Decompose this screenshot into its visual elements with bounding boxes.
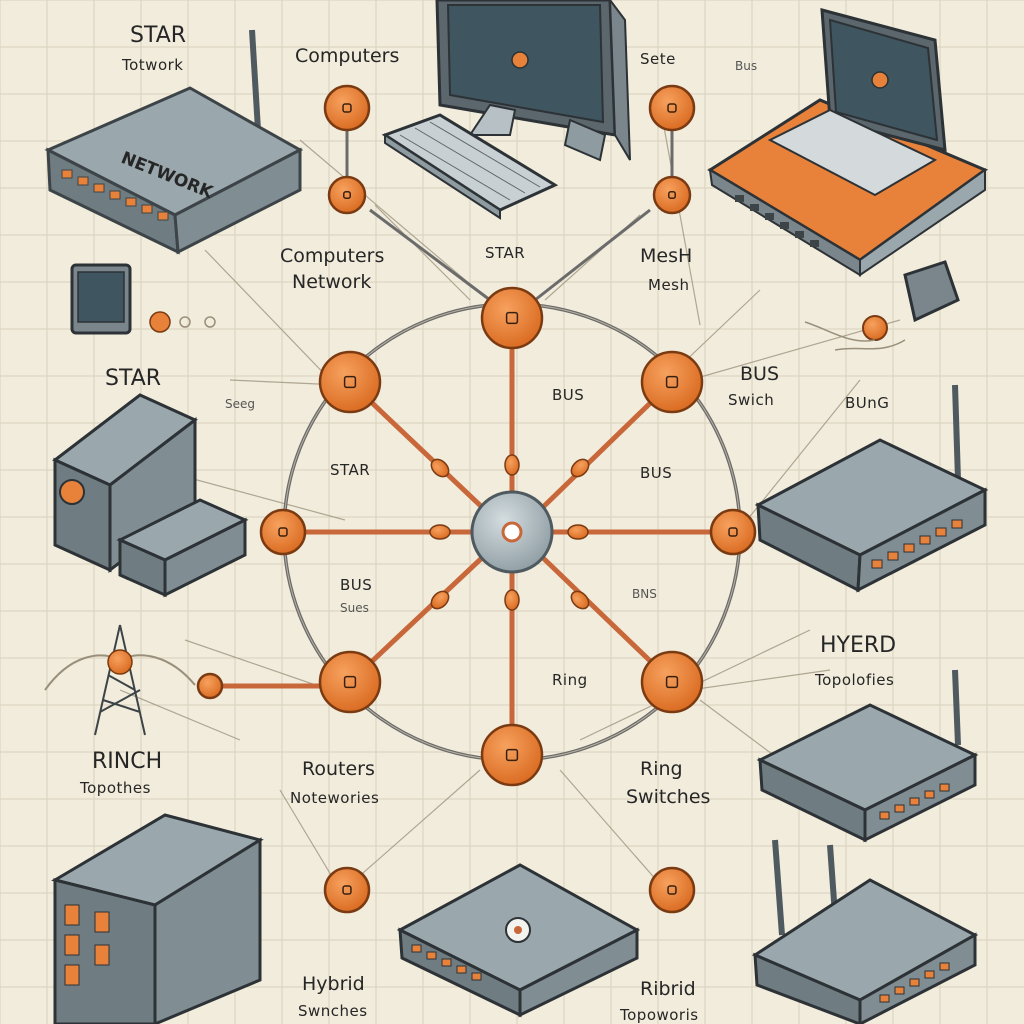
label-ribrid-2: Topoworis [619,1006,699,1024]
label-bus-lower: BUS [340,576,372,594]
label-seeg: Seeg [225,397,255,411]
label-hyerd: HYERD [820,633,896,658]
label-ring-switches-1: Ring [640,758,683,780]
switch-icon [396,863,641,1018]
network-node [640,650,704,714]
network-node [318,650,382,714]
keyboard-icon [381,113,559,220]
network-node [318,350,382,414]
label-hybrid-2: Swnches [298,1002,368,1020]
label-bung: BUnG [845,394,889,412]
label-star-top: STAR [130,23,186,48]
spoke-connectors [429,454,590,611]
satellite-dish-icon [804,260,960,351]
label-computers-top: Computers [295,45,399,67]
label-bus-switch-2: Swich [728,391,774,409]
network-node [327,175,367,215]
label-tonetwork: Totwork [121,56,183,74]
diagram-labels: STAR Totwork Computers Sete Bus Computer… [79,23,896,1024]
label-star-mid-top: STAR [485,244,525,262]
network-node [323,84,371,132]
label-sete: Sete [640,50,676,68]
switch-icon [754,384,989,593]
label-ribrid-1: Ribrid [640,978,696,1000]
label-bus-switch-1: BUS [740,363,779,385]
label-computers-network-2: Network [292,271,371,293]
router-icon: NETWORK [44,29,304,255]
label-bus-center: BUS [552,386,584,404]
label-bus-top-right: Bus [735,59,757,73]
label-computers-network-1: Computers [280,245,384,267]
label-routers-1: Routers [302,758,375,780]
network-node [323,866,371,914]
network-node [480,723,544,787]
label-mesh-2: Mesh [648,276,690,294]
antenna-tower-icon [44,624,196,736]
small-monitor-icon [70,263,216,335]
laptop-icon [707,8,989,277]
label-rinch: RINCH [92,749,162,774]
router-icon [756,669,979,843]
label-mesh-1: MesH [640,245,692,267]
label-topothes: Topothes [79,779,151,797]
label-star-center: STAR [330,461,370,479]
network-node [196,672,224,700]
label-bus-lower-small: Sues [340,601,369,615]
network-node [652,175,692,215]
router-icon [751,839,979,1024]
server-icon [51,813,264,1024]
monitor-icon [435,0,631,162]
label-hybrid-1: Hybrid [302,973,365,995]
label-routers-2: Notewories [290,789,379,807]
label-star-left: STAR [105,366,161,391]
network-node [648,84,696,132]
network-node [259,508,307,556]
network-node [480,286,544,350]
central-hub [470,490,554,574]
label-bus-center-right: BUS [640,464,672,482]
label-ring-center: Ring [552,671,588,689]
label-ring-switches-2: Switches [626,786,710,808]
network-node [648,866,696,914]
label-bns: BNS [632,587,657,601]
network-node [640,350,704,414]
network-nodes [196,84,757,914]
network-node [709,508,757,556]
label-topolofies: Topolofies [814,671,894,689]
server-icon [52,393,249,598]
